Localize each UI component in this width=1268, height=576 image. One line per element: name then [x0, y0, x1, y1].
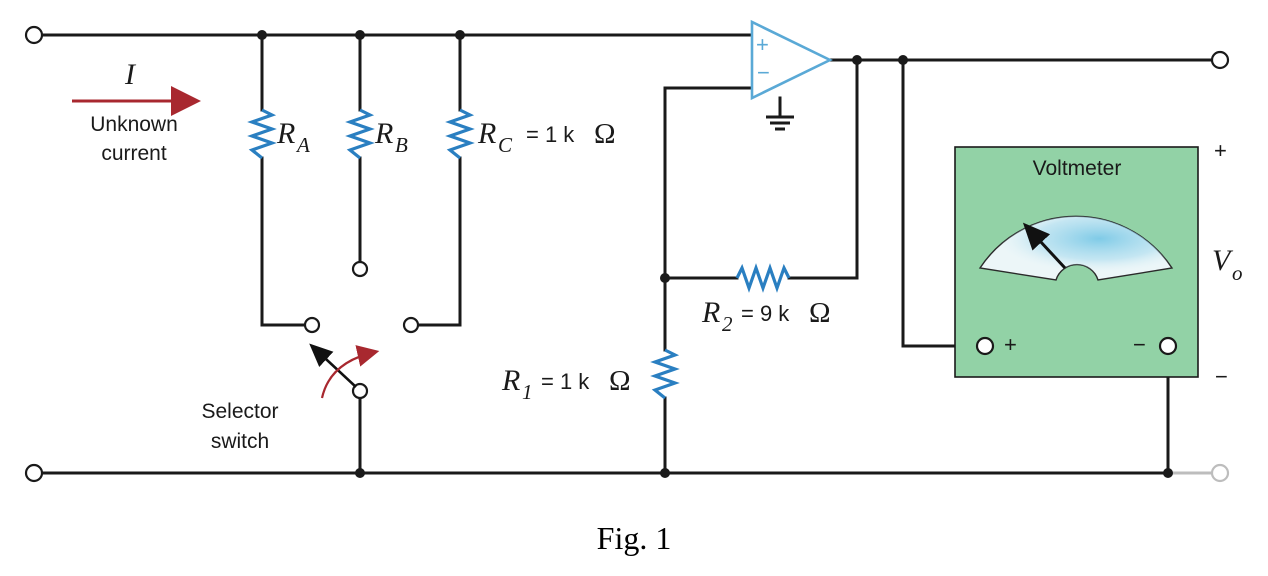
op-amp: + − [750, 19, 833, 101]
switch-label-line2: switch [211, 430, 269, 453]
svg-text:Ω: Ω [609, 365, 631, 397]
svg-text:R: R [374, 117, 393, 150]
svg-text:B: B [395, 133, 408, 157]
ground-symbol [766, 115, 794, 131]
voltmeter-title: Voltmeter [1033, 157, 1122, 180]
voltmeter-minus-terminal [1158, 336, 1178, 356]
svg-text:Ω: Ω [594, 118, 616, 150]
input-terminal-top [24, 25, 44, 45]
svg-text:2: 2 [722, 312, 733, 336]
svg-text:o: o [1232, 261, 1243, 285]
resistor-r2 [735, 263, 791, 293]
resistor-rc [445, 108, 475, 160]
svg-text:C: C [498, 133, 513, 157]
voltmeter-plus-terminal [975, 336, 995, 356]
input-terminal-bottom [24, 463, 44, 483]
svg-text:Ω: Ω [809, 297, 831, 329]
svg-text:1: 1 [522, 380, 533, 404]
label-ra: R A [276, 117, 310, 157]
voltmeter-minus-label: − [1133, 332, 1146, 357]
op-amp-minus: − [757, 60, 770, 85]
svg-text:= 1 k: = 1 k [526, 122, 575, 147]
current-symbol: I [124, 58, 137, 91]
label-rc: R C = 1 k Ω [477, 117, 616, 157]
output-voltage-label: V o [1212, 244, 1243, 285]
output-terminal-top [1210, 50, 1230, 70]
svg-text:V: V [1212, 244, 1234, 277]
switch-contact-c [402, 316, 420, 334]
switch-blade [309, 343, 357, 388]
current-label-line1: Unknown [90, 113, 178, 136]
switch-contact-a [303, 316, 321, 334]
svg-text:R: R [501, 364, 520, 397]
switch-contact-b [351, 260, 369, 278]
svg-text:A: A [295, 133, 310, 157]
switch-label-line1: Selector [201, 400, 278, 423]
switch-common [351, 382, 369, 400]
output-minus-label: − [1215, 364, 1228, 389]
svg-text:R: R [701, 296, 720, 329]
resistor-ra [247, 108, 277, 160]
label-r2: R 2 = 9 k Ω [701, 296, 831, 336]
op-amp-triangle [750, 19, 833, 101]
label-r1: R 1 = 1 k Ω [501, 364, 631, 404]
current-label-line2: current [101, 142, 167, 165]
svg-text:= 9 k: = 9 k [741, 301, 790, 326]
svg-text:= 1 k: = 1 k [541, 369, 590, 394]
terminals [24, 25, 1230, 483]
wires [40, 33, 1214, 475]
voltmeter-needle [1022, 222, 1067, 270]
switch-rotation-arrow [320, 345, 380, 399]
label-rb: R B [374, 117, 408, 157]
svg-text:R: R [276, 117, 295, 150]
voltmeter-plus-label: + [1004, 332, 1017, 357]
figure-caption: Fig. 1 [597, 520, 672, 556]
junction-dots [257, 30, 1173, 478]
voltmeter [954, 146, 1199, 378]
output-terminal-bottom [1210, 463, 1230, 483]
resistor-rb [345, 108, 375, 160]
svg-text:R: R [477, 117, 496, 150]
resistor-r1 [650, 348, 680, 400]
output-plus-label: + [1214, 138, 1227, 163]
op-amp-plus: + [756, 32, 769, 57]
